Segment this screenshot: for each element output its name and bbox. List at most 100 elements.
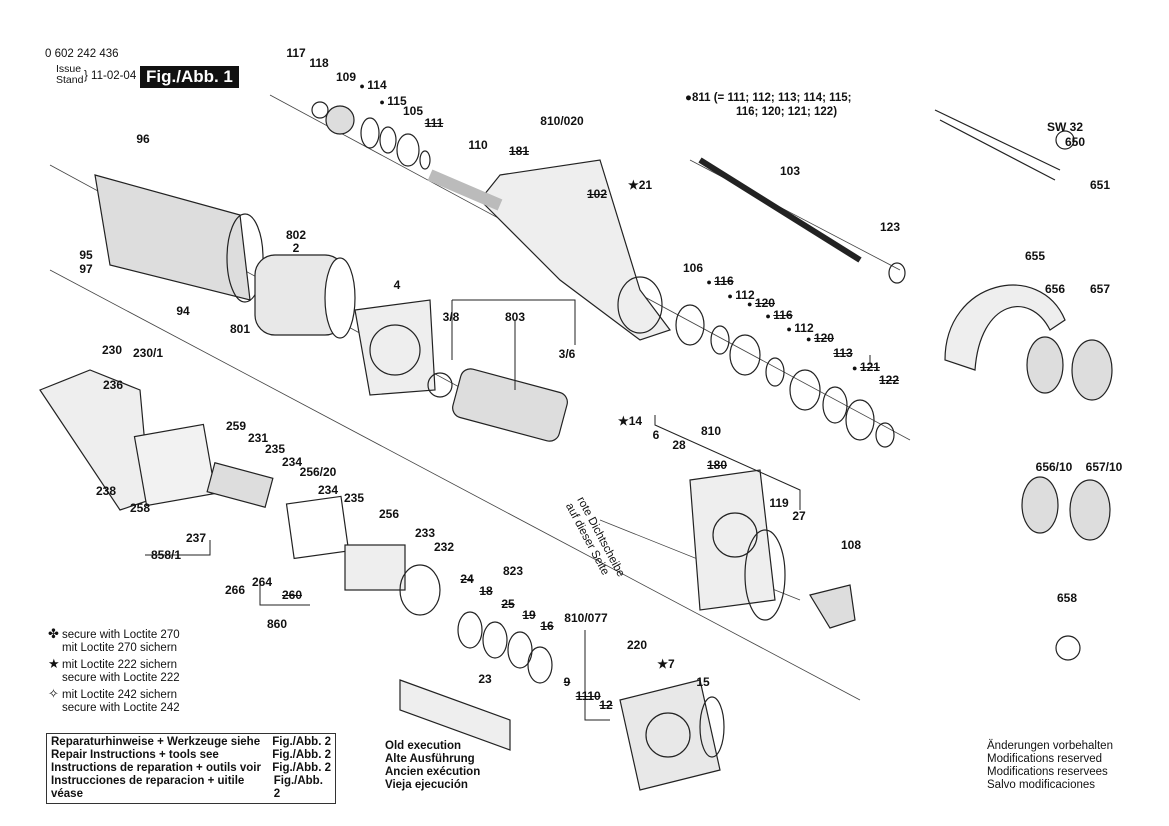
figure-label: Fig./Abb. 1 (140, 66, 239, 88)
part-number: 2 (292, 241, 300, 255)
part-label: 230 (102, 343, 122, 357)
part-number: 11 (575, 689, 589, 703)
part-label: 94 (176, 304, 189, 318)
part-number: 9 (563, 675, 571, 689)
legend-line2: secure with Loctite 242 (62, 702, 180, 714)
part-number: 651 (1089, 178, 1111, 192)
modifications-note: Änderungen vorbehalten Modifications res… (987, 740, 1113, 792)
part-number: 181 (508, 144, 530, 158)
part-number: 108 (840, 538, 862, 552)
part-number: 235 (343, 491, 365, 505)
part-label: ● 116 (765, 308, 792, 322)
fan-plate (354, 299, 436, 396)
part-number: 116 (773, 308, 793, 322)
part-label: 264 (252, 575, 272, 589)
part-label: 651 (1090, 178, 1110, 192)
part-label: 235 (265, 442, 285, 456)
part-label: 109 (336, 70, 356, 84)
part-number: 236 (102, 378, 124, 392)
part-number: 230 (101, 343, 123, 357)
part-number: 25 (501, 597, 515, 611)
part-label: 802 (286, 228, 306, 242)
repair-text: Repair Instructions + tools see (51, 749, 219, 761)
part-label: 10 (587, 689, 600, 703)
part-number: 657 (1089, 282, 1111, 296)
part-number: 802 (285, 228, 307, 242)
part-number: 650 (1064, 135, 1086, 149)
part-number: 110 (468, 138, 488, 152)
part-label: 810 (701, 424, 721, 438)
part-label: 25 (501, 597, 514, 611)
repair-text: Reparaturhinweise + Werkzeuge siehe (51, 736, 261, 748)
legend-line1: mit Loctite 222 sichern (62, 659, 178, 671)
part-label: 657/10 (1086, 460, 1123, 474)
cover-7 (619, 679, 725, 791)
part-label: 95 (79, 248, 92, 262)
part-label: ● 116 (706, 274, 733, 288)
part-label: 231 (248, 431, 268, 445)
part-label: 16 (540, 619, 553, 633)
part-number: 259 (225, 419, 247, 433)
part-label: 259 (226, 419, 246, 433)
part-label: 657 (1090, 282, 1110, 296)
old-execution-de: Alte Ausführung (385, 753, 475, 765)
part-number: 113 (833, 346, 853, 360)
part-label: 232 (434, 540, 454, 554)
legend-line2: mit Loctite 270 sichern (62, 642, 178, 654)
part-number: 657/10 (1085, 460, 1123, 474)
star-filled-icon: ★ (48, 656, 60, 671)
bullet-icon: ● (806, 334, 814, 344)
part-number: 233 (414, 526, 436, 540)
part-label: 180 (707, 458, 727, 472)
part-label: 234 (318, 483, 338, 497)
bullet-icon: ● (379, 97, 388, 107)
bullet-icon: ● (706, 277, 715, 287)
repair-text: Instrucciones de reparacion + uitile véa… (51, 775, 245, 800)
part-label: 12 (599, 698, 612, 712)
part-number: 237 (185, 531, 207, 545)
part-label: 105 (403, 104, 423, 118)
part-number: 95 (79, 248, 93, 262)
armature (427, 368, 568, 442)
part-number: 19 (522, 608, 536, 622)
part-label: ● 121 (852, 360, 880, 374)
part-label: 234 (282, 455, 302, 469)
part-number: 23 (478, 672, 492, 686)
part-label: 3/8 (443, 310, 460, 324)
part-number: 27 (792, 509, 806, 523)
part-label: 15 (696, 675, 709, 689)
motor-housing (94, 174, 264, 303)
part-label: 6 (653, 428, 660, 442)
part-number: 10 (587, 689, 601, 703)
old-execution-fr: Ancien exécution (385, 766, 481, 778)
part-number: 21 (638, 178, 653, 192)
issue-date: } 11-02-04 (84, 70, 137, 82)
part-label: 233 (415, 526, 435, 540)
part-number: 231 (247, 431, 269, 445)
part-label: 113 (833, 346, 852, 360)
part-label: 11 (576, 689, 589, 703)
note-811: ●811 (= 111; 112; 113; 114; 115; (685, 92, 852, 105)
leader-brackets (145, 299, 871, 721)
part-number: 115 (387, 94, 407, 108)
part-label: 236 (103, 378, 123, 392)
bullet-icon: ● (685, 92, 692, 104)
part-number: 24 (460, 572, 474, 586)
bullet-icon: ● (765, 311, 774, 321)
part-label: 108 (841, 538, 861, 552)
part-number: 655 (1024, 249, 1046, 263)
wrench (934, 109, 1075, 181)
part-label: ● 115 (379, 94, 406, 108)
part-number: 15 (696, 675, 710, 689)
old-execution-es: Vieja ejecución (385, 779, 468, 791)
part-number: 256/20 (299, 465, 337, 479)
figure-reference: Fig./Abb. 2 (272, 749, 331, 761)
shaft-110 (427, 169, 503, 211)
part-label: ★7 (657, 657, 674, 671)
bullet-icon: ● (747, 299, 755, 309)
repair-row: Instructions de reparation + outils voir… (51, 762, 331, 775)
part-number: 28 (672, 438, 686, 452)
part-label: 118 (309, 56, 328, 70)
